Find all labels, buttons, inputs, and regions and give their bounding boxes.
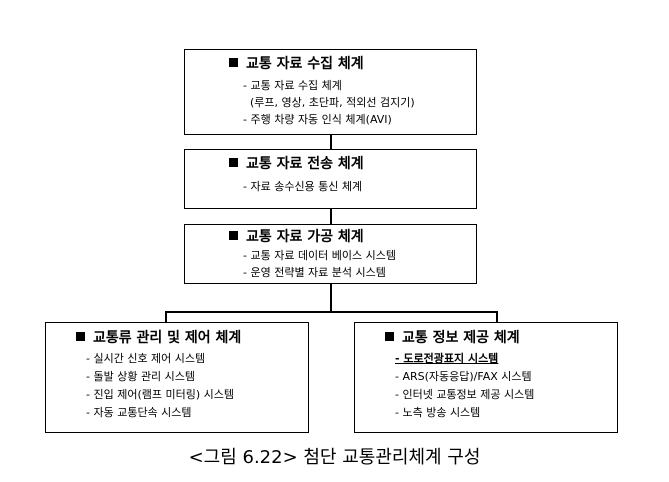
figure-caption: <그림 6.22> 첨단 교통관리체계 구성 (188, 447, 481, 468)
list-item: - 실시간 신호 제어 시스템 (86, 352, 206, 365)
title-text: 교통 자료 전송 체계 (246, 156, 364, 172)
list-item: - ARS(자동응답)/FAX 시스템 (395, 370, 532, 383)
box-title: 교통 자료 수집 체계 (229, 55, 364, 73)
list-item: - 노측 방송 시스템 (395, 406, 481, 419)
connector (165, 311, 167, 322)
list-item: - 도로전광표지 시스템 (395, 352, 499, 365)
item-list: - 도로전광표지 시스템 - ARS(자동응답)/FAX 시스템 - 인터넷 교… (395, 350, 534, 422)
square-bullet-icon (229, 158, 238, 167)
title-text: 교통 자료 수집 체계 (246, 56, 364, 72)
connector (330, 283, 332, 312)
list-item: - 교통 자료 수집 체계 (243, 79, 342, 92)
connector (330, 134, 332, 149)
box-title: 교통류 관리 및 제어 체계 (76, 329, 241, 347)
title-text: 교통 자료 가공 체계 (246, 229, 364, 245)
title-text: 교통류 관리 및 제어 체계 (93, 330, 242, 346)
square-bullet-icon (229, 231, 238, 240)
box-flow-control: 교통류 관리 및 제어 체계 - 실시간 신호 제어 시스템 - 돌발 상황 관… (45, 322, 309, 433)
connector (330, 208, 332, 224)
box-processing: 교통 자료 가공 체계 - 교통 자료 데이터 베이스 시스템 - 운영 전략별… (184, 224, 477, 284)
list-item: - 돌발 상황 관리 시스템 (86, 370, 196, 383)
square-bullet-icon (385, 332, 394, 341)
box-title: 교통 자료 전송 체계 (229, 155, 364, 173)
item-list: - 실시간 신호 제어 시스템 - 돌발 상황 관리 시스템 - 진입 제어(램… (86, 350, 234, 422)
list-item: - 자동 교통단속 시스템 (86, 406, 192, 419)
box-transmission: 교통 자료 전송 체계 - 자료 송수신용 통신 체계 (184, 149, 477, 209)
box-collection: 교통 자료 수집 체계 - 교통 자료 수집 체계 (루프, 영상, 초단파, … (184, 49, 477, 135)
item-list: - 자료 송수신용 통신 체계 (243, 178, 362, 196)
list-item: - 교통 자료 데이터 베이스 시스템 (243, 249, 397, 262)
list-item: - 주행 차량 자동 인식 체계(AVI) (243, 113, 392, 126)
box-title: 교통 자료 가공 체계 (229, 228, 364, 246)
list-item: - 자료 송수신용 통신 체계 (243, 180, 363, 193)
title-text: 교통 정보 제공 체계 (402, 330, 520, 346)
square-bullet-icon (76, 332, 85, 341)
connector (496, 311, 498, 322)
list-item: - 인터넷 교통정보 제공 시스템 (395, 388, 535, 401)
square-bullet-icon (229, 58, 238, 67)
item-list: - 교통 자료 수집 체계 (루프, 영상, 초단파, 적외선 검지기) - 주… (243, 77, 415, 128)
list-item: - 진입 제어(램프 미터링) 시스템 (86, 388, 234, 401)
item-list: - 교통 자료 데이터 베이스 시스템 - 운영 전략별 자료 분석 시스템 (243, 247, 396, 281)
box-title: 교통 정보 제공 체계 (385, 329, 520, 347)
list-item: (루프, 영상, 초단파, 적외선 검지기) (243, 96, 415, 109)
list-item: - 운영 전략별 자료 분석 시스템 (243, 266, 386, 279)
connector (165, 311, 498, 313)
box-info-provision: 교통 정보 제공 체계 - 도로전광표지 시스템 - ARS(자동응답)/FAX… (354, 322, 618, 433)
